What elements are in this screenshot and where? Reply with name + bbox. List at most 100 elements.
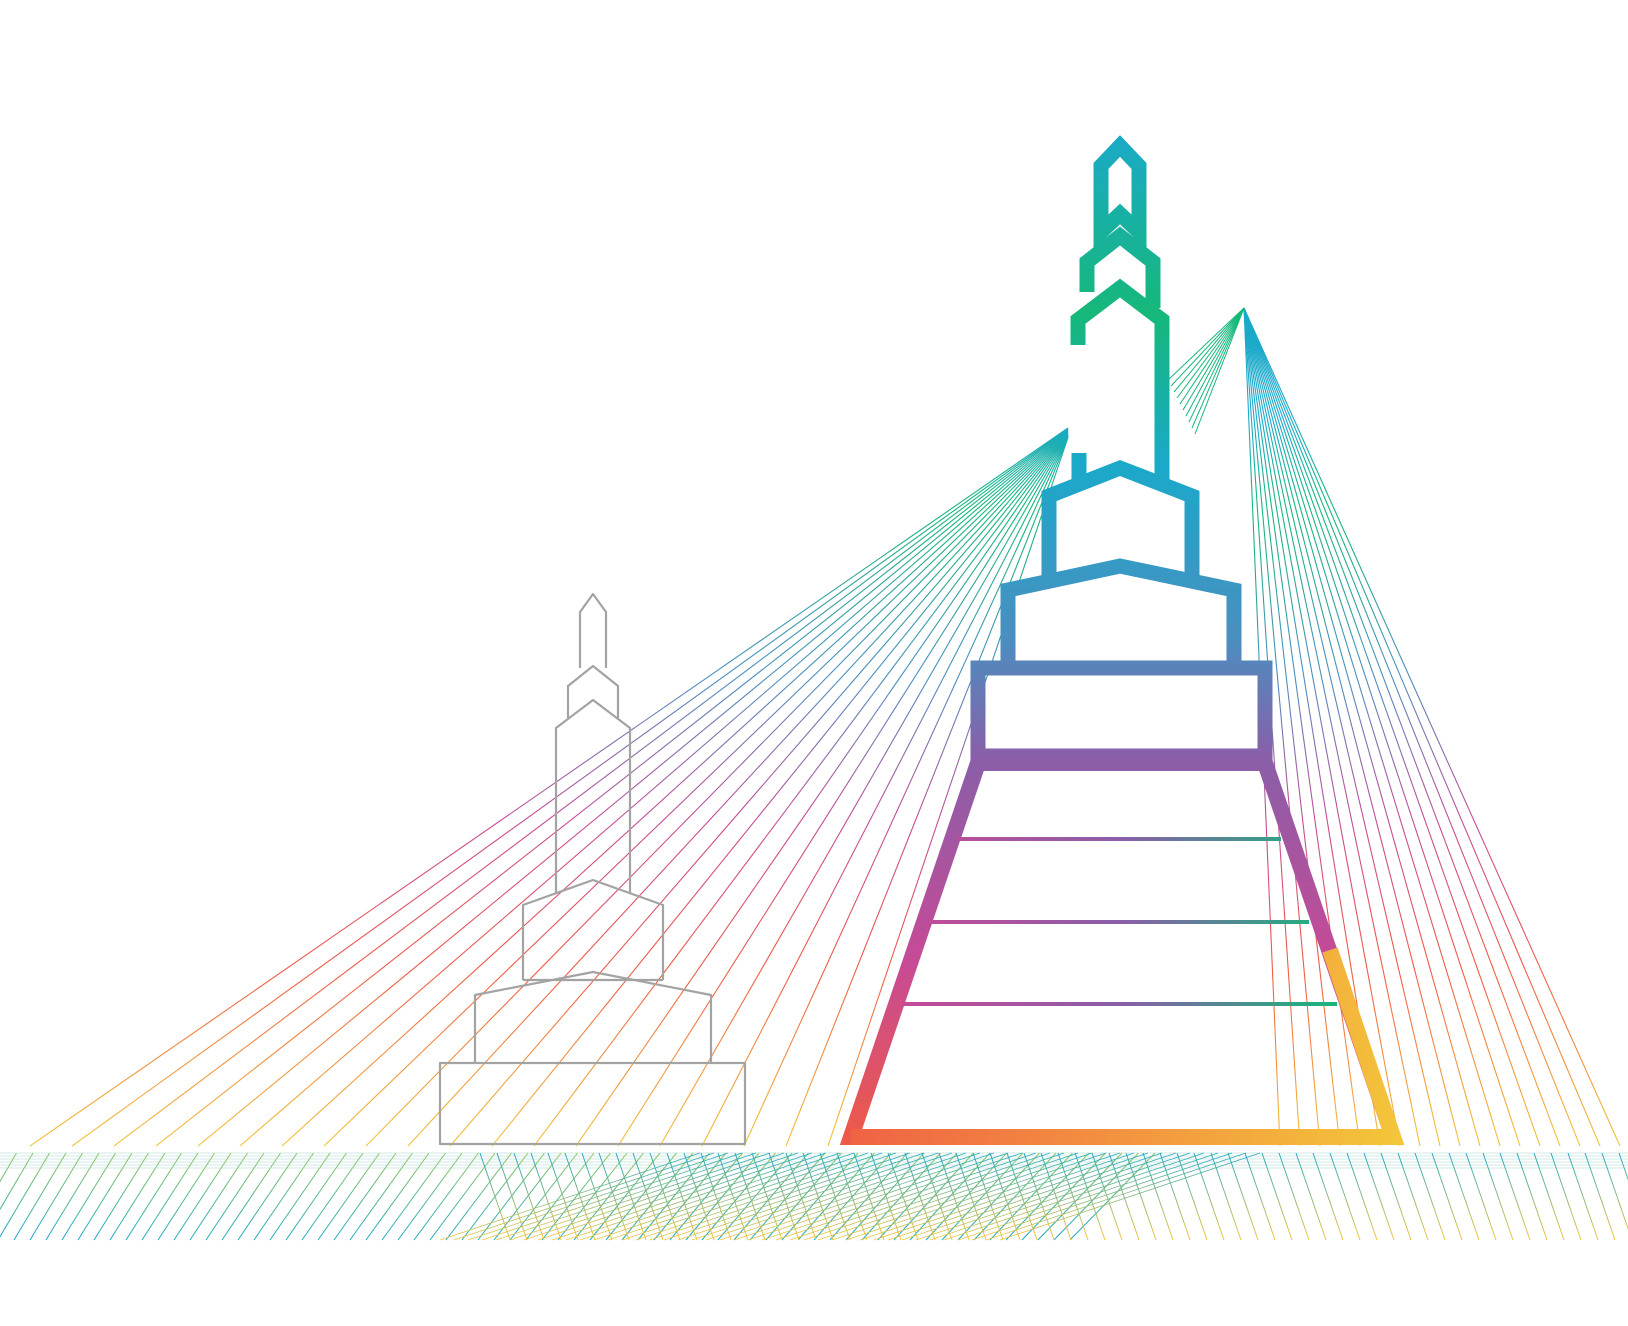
floor-line bbox=[1550, 1152, 1582, 1241]
ray-line bbox=[1188, 307, 1245, 423]
floor-line bbox=[971, 1152, 1233, 1241]
floor-line bbox=[1482, 1152, 1514, 1241]
floor-line bbox=[669, 1152, 743, 1241]
floor-line bbox=[285, 1152, 347, 1241]
floor-line bbox=[0, 1152, 34, 1211]
small-tower-spire bbox=[578, 592, 608, 668]
floor-line bbox=[547, 1152, 579, 1241]
floor-line bbox=[0, 1152, 17, 1183]
floor-line bbox=[1312, 1152, 1344, 1241]
floor-line bbox=[557, 1152, 628, 1241]
floor-line bbox=[565, 1152, 827, 1241]
floor-line bbox=[649, 1152, 681, 1241]
floor-line bbox=[635, 1152, 897, 1241]
ray-line bbox=[1243, 307, 1561, 1147]
floor-lines-right bbox=[439, 1152, 1628, 1241]
floor-line bbox=[481, 1152, 743, 1241]
ray-line bbox=[1243, 307, 1621, 1147]
ray-line bbox=[407, 432, 1069, 1147]
floor-line bbox=[938, 1152, 970, 1241]
floor-line bbox=[513, 1152, 545, 1241]
floor-line bbox=[93, 1152, 149, 1241]
floor-line bbox=[941, 1152, 1024, 1241]
floor-line bbox=[573, 1152, 644, 1241]
floor-line bbox=[1125, 1152, 1157, 1241]
ray-line bbox=[1243, 307, 1541, 1147]
floor-line bbox=[1346, 1152, 1378, 1241]
ray-line bbox=[1176, 307, 1245, 399]
floor-line bbox=[493, 1152, 562, 1241]
ray-line bbox=[1243, 307, 1341, 1147]
floor-line bbox=[677, 1152, 939, 1241]
floor-line bbox=[845, 1152, 925, 1241]
ray-line bbox=[491, 433, 1069, 1147]
small-tower-base bbox=[438, 1061, 747, 1146]
floor-line bbox=[579, 1152, 841, 1241]
floor-line bbox=[1567, 1152, 1599, 1241]
ray-line bbox=[1194, 307, 1245, 435]
floor-line bbox=[803, 1152, 1065, 1241]
small-tower-tier-1 bbox=[521, 878, 665, 980]
floor-line bbox=[887, 1152, 1149, 1241]
ray-line bbox=[575, 434, 1069, 1147]
main-tower bbox=[839, 135, 1405, 1145]
small-tower-shaft bbox=[554, 698, 632, 893]
floor-line bbox=[943, 1152, 1205, 1241]
floor-line bbox=[1037, 1152, 1123, 1241]
floor-line bbox=[269, 1152, 331, 1241]
floor-line bbox=[802, 1152, 834, 1241]
ray-line bbox=[1243, 307, 1481, 1147]
floor-line bbox=[109, 1152, 166, 1241]
main-tower-tier-3 bbox=[970, 660, 1273, 764]
floor-line bbox=[1053, 1152, 1139, 1241]
floor-line bbox=[157, 1152, 215, 1241]
floor-line bbox=[621, 1152, 694, 1241]
floor-line bbox=[921, 1152, 953, 1241]
floor-line bbox=[1023, 1152, 1055, 1241]
floor-line bbox=[479, 1152, 511, 1241]
floor-line bbox=[873, 1152, 1135, 1241]
floor-line bbox=[700, 1152, 732, 1241]
floor-line bbox=[761, 1152, 1023, 1241]
floor-line bbox=[13, 1152, 67, 1241]
floor-line bbox=[781, 1152, 859, 1241]
floor-line bbox=[632, 1152, 664, 1241]
main-tower-tier-2 bbox=[1000, 558, 1242, 663]
floor-line bbox=[61, 1152, 116, 1241]
ray-line bbox=[1185, 307, 1245, 417]
ray-line bbox=[239, 430, 1069, 1147]
floor-line bbox=[733, 1152, 995, 1241]
floor-line bbox=[413, 1152, 479, 1241]
ray-line bbox=[827, 437, 1069, 1147]
floor-line bbox=[593, 1152, 855, 1241]
ray-line bbox=[1179, 307, 1245, 405]
floor-line bbox=[1363, 1152, 1395, 1241]
ray-line bbox=[533, 433, 1069, 1147]
floor-line bbox=[1448, 1152, 1480, 1241]
small-tower-outline bbox=[438, 592, 747, 1146]
main-tower-tier-1 bbox=[1041, 459, 1200, 576]
ray-line bbox=[1191, 307, 1245, 429]
floor-line bbox=[509, 1152, 578, 1241]
ray-line bbox=[1173, 307, 1245, 393]
floor-line bbox=[1091, 1152, 1123, 1241]
floor-line bbox=[523, 1152, 785, 1241]
floor-line bbox=[1516, 1152, 1548, 1241]
floor-line bbox=[747, 1152, 1009, 1241]
floor-line bbox=[1210, 1152, 1242, 1241]
ray-line bbox=[1243, 307, 1501, 1147]
floor-line bbox=[955, 1152, 987, 1241]
floor-line bbox=[789, 1152, 1051, 1241]
floor-line bbox=[775, 1152, 1037, 1241]
floor-line bbox=[957, 1152, 1219, 1241]
floor-line bbox=[1005, 1152, 1090, 1241]
ray-line bbox=[1243, 307, 1421, 1147]
ray-line bbox=[785, 436, 1069, 1147]
floor-line bbox=[1069, 1152, 1156, 1241]
floor-line bbox=[237, 1152, 298, 1241]
floor-line bbox=[453, 1152, 715, 1241]
floor-line bbox=[719, 1152, 981, 1241]
floor-line bbox=[1159, 1152, 1191, 1241]
floor-line bbox=[985, 1152, 1247, 1241]
floor-line bbox=[853, 1152, 885, 1241]
